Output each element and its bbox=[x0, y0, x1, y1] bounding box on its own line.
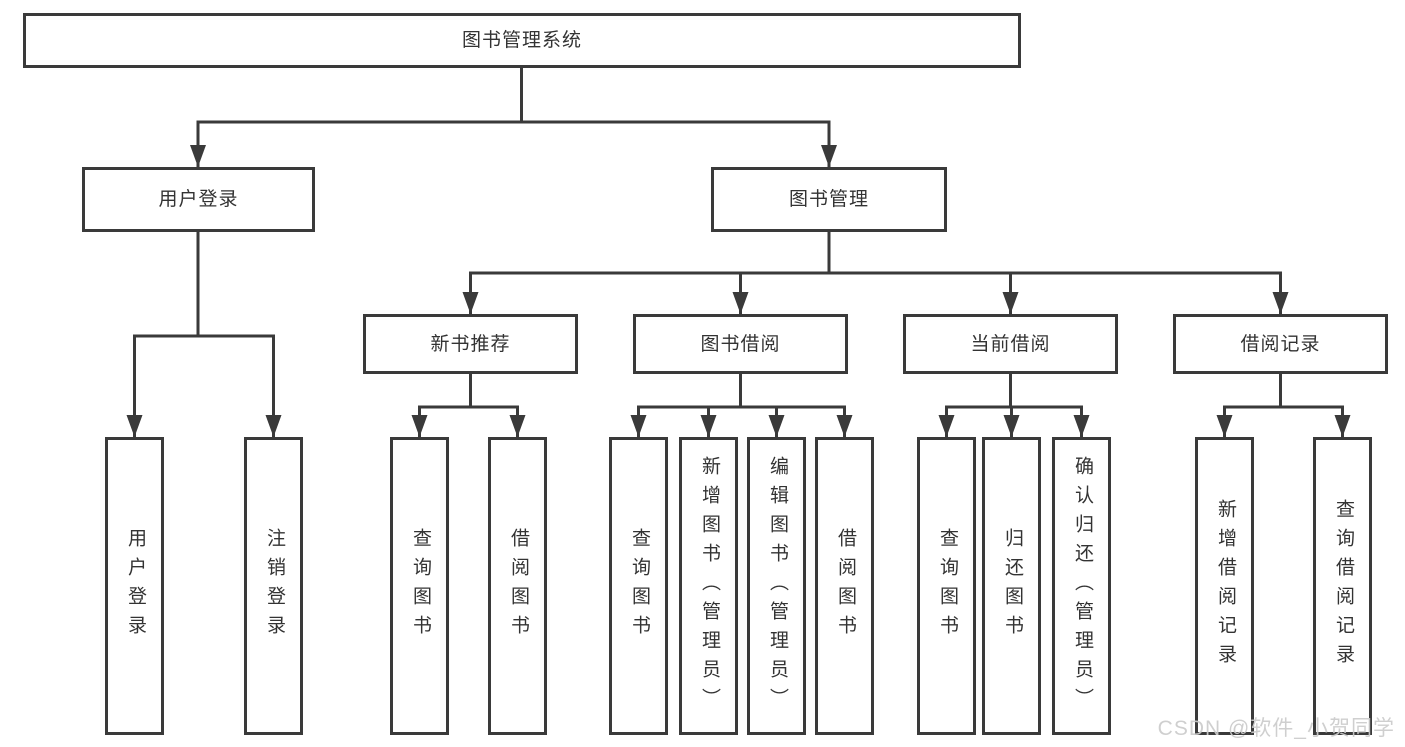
leaf-borrow-books-recommend: 借阅图书 bbox=[488, 437, 547, 735]
leaf-add-borrow-record: 新增借阅记录 bbox=[1195, 437, 1254, 735]
node-label: 用户登录 bbox=[124, 528, 146, 644]
csdn-watermark: CSDN @软件_小贺同学 bbox=[1157, 717, 1395, 740]
node-label: 当前借阅 bbox=[970, 333, 1051, 355]
node-label: 新书推荐 bbox=[430, 333, 511, 355]
node-label: 归还图书 bbox=[1001, 528, 1023, 644]
node-borrow-records: 借阅记录 bbox=[1173, 314, 1388, 374]
leaf-edit-book-admin: 编辑图书（管理员） bbox=[747, 437, 806, 735]
edge-recommend-to-leaves bbox=[411, 374, 526, 437]
node-label: 确认归还（管理员） bbox=[1071, 455, 1093, 717]
edge-bookmgmt-to-level3 bbox=[462, 232, 1289, 314]
node-label: 借阅图书 bbox=[834, 528, 856, 644]
leaf-query-borrow-record: 查询借阅记录 bbox=[1313, 437, 1372, 735]
leaf-logout: 注销登录 bbox=[244, 437, 303, 735]
edge-borrow-to-leaves bbox=[630, 374, 853, 437]
leaf-user-login: 用户登录 bbox=[105, 437, 164, 735]
node-label: 用户登录 bbox=[158, 189, 239, 210]
node-label: 查询图书 bbox=[936, 528, 958, 644]
node-label: 图书管理 bbox=[788, 189, 869, 210]
node-label: 查询借阅记录 bbox=[1332, 499, 1354, 673]
node-current-borrow: 当前借阅 bbox=[903, 314, 1118, 374]
node-book-management: 图书管理 bbox=[711, 167, 947, 232]
leaf-borrow-books: 借阅图书 bbox=[815, 437, 874, 735]
node-label: 查询图书 bbox=[409, 528, 431, 644]
edge-login-to-leaves bbox=[126, 232, 282, 437]
node-label: 新增图书（管理员） bbox=[698, 455, 720, 717]
node-book-borrow: 图书借阅 bbox=[633, 314, 848, 374]
leaf-add-book-admin: 新增图书（管理员） bbox=[679, 437, 738, 735]
leaf-confirm-return-admin: 确认归还（管理员） bbox=[1052, 437, 1111, 735]
node-label: 图书借阅 bbox=[700, 333, 781, 355]
node-label: 图书管理系统 bbox=[461, 30, 582, 51]
node-root-system: 图书管理系统 bbox=[23, 13, 1021, 68]
leaf-query-books-recommend: 查询图书 bbox=[390, 437, 449, 735]
node-label: 查询图书 bbox=[628, 528, 650, 644]
node-label: 注销登录 bbox=[263, 528, 285, 644]
node-label: 新增借阅记录 bbox=[1214, 499, 1236, 673]
edge-current-to-leaves bbox=[938, 374, 1090, 437]
leaf-query-books-borrow: 查询图书 bbox=[609, 437, 668, 735]
node-label: 编辑图书（管理员） bbox=[766, 455, 788, 717]
node-label: 借阅记录 bbox=[1240, 333, 1321, 355]
edge-records-to-leaves bbox=[1216, 374, 1351, 437]
leaf-query-books-current: 查询图书 bbox=[917, 437, 976, 735]
node-new-book-recommend: 新书推荐 bbox=[363, 314, 578, 374]
node-user-login: 用户登录 bbox=[82, 167, 315, 232]
leaf-return-book: 归还图书 bbox=[982, 437, 1041, 735]
node-label: 借阅图书 bbox=[507, 528, 529, 644]
edge-root-to-level2 bbox=[190, 68, 837, 167]
